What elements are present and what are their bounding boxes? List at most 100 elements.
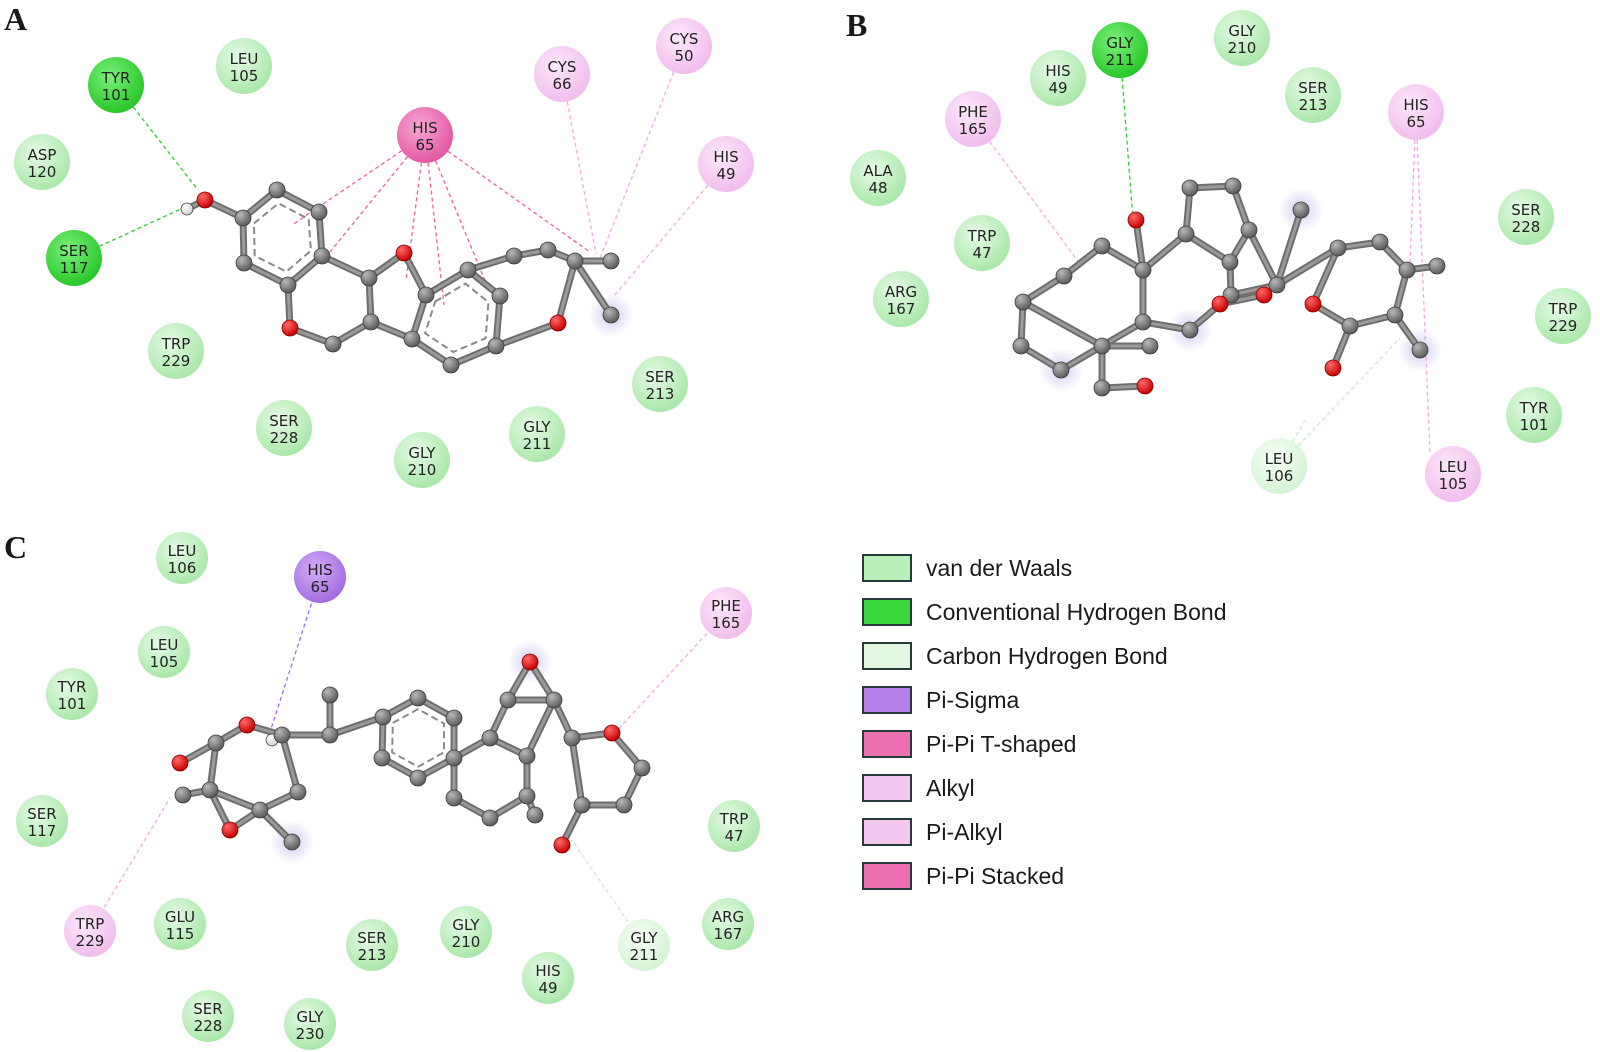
legend-item-conventional-hydrogen-bond: Conventional Hydrogen Bond [862,590,1322,634]
ligand-bond-highlight [280,733,300,794]
residue-number: 65 [310,578,329,596]
carbon-atom [481,809,499,827]
residue-number: 106 [1265,467,1294,485]
residue-name: GLY [630,929,658,947]
residue-number: 65 [415,136,434,154]
residue-circle [64,905,116,957]
residue-name: ALA [863,162,893,180]
legend-label: Pi-Pi Stacked [926,862,1065,889]
ligand-bond-highlight [1247,228,1279,287]
residue-number: 167 [887,300,916,318]
legend-item-carbon-hydrogen-bond: Carbon Hydrogen Bond [862,634,1322,678]
ligand-bond-highlight [556,259,577,325]
oxygen-atom [281,319,299,337]
residue-number: 228 [270,429,299,447]
carbon-atom [1181,179,1199,197]
residue-name: HIS [412,119,437,137]
residue-name: HIS [535,962,560,980]
residue-name: TYR [101,69,131,87]
carbon-atom [518,747,536,765]
residue-circle [46,668,98,720]
residue-name: LEU [230,50,259,68]
carbon-atom [417,286,435,304]
residue-number: 211 [630,946,659,964]
ligand-bond-highlight [1275,208,1303,287]
residue-name: LEU [1265,450,1294,468]
residue-number: 167 [714,925,743,943]
residue-name: LEU [168,542,197,560]
carbon-atom [566,252,584,270]
residue-name: CYS [670,30,699,48]
residue-number: 101 [1520,416,1549,434]
ligand-bond-highlight [494,321,560,348]
residue-name: TRP [161,335,191,353]
residue-number: 105 [1439,475,1468,493]
carbon-atom [207,734,225,752]
residue-circle [14,134,70,190]
carbon-atom [321,686,339,704]
residue-circle [850,150,906,206]
carbon-atom [445,749,463,767]
residue-number: 210 [408,461,437,479]
residue-name: TRP [719,810,749,828]
residue-number: 229 [1549,317,1578,335]
carbon-atom [1398,261,1416,279]
residue-circle [182,990,234,1042]
carbon-atom [563,729,581,747]
residue-name: PHE [958,103,988,121]
residue-name: HIS [713,148,738,166]
residue-number: 165 [712,614,741,632]
residue-number: 48 [868,179,887,197]
residue-name: TRP [1548,300,1578,318]
carbon-atom [360,269,378,287]
residue-circle [156,532,208,584]
carbon-atom [615,796,633,814]
legend-label: van der Waals [926,554,1073,581]
carbon-atom [409,769,427,787]
carbon-atom [539,241,557,259]
residue-circle [945,91,1001,147]
carbon-atom [1224,177,1242,195]
oxygen-atom [1324,359,1342,377]
carbon-atom [1268,276,1286,294]
carbon-atom [459,261,477,279]
residue-name: ARG [885,283,917,301]
oxygen-atom [1127,211,1145,229]
legend-item-pi-pi-t-shaped: Pi-Pi T-shaped [862,722,1322,766]
residue-name: LEU [1439,458,1468,476]
carbon-atom [289,783,307,801]
carbon-atom [174,786,192,804]
residue-nodes: TYR101LEU105ASP120SER117HIS65CYS66CYS50H… [14,10,1591,1050]
residue-name: GLY [1228,22,1256,40]
residue-circle [256,400,312,456]
residue-circle [154,898,206,950]
carbon-atom [1341,317,1359,335]
residue-name: ASP [28,146,57,164]
residue-name: GLY [1106,34,1134,52]
residue-circle [534,46,590,102]
carbon-atom [1371,233,1389,251]
carbon-atom [545,691,563,709]
legend-swatch [862,862,912,890]
panel-label-a: A [4,1,27,37]
carbon-atom [499,691,517,709]
oxygen-atom [521,653,539,671]
interaction-line [599,45,685,259]
legend-swatch [862,730,912,758]
carbon-atom [1014,293,1032,311]
oxygen-atom [1211,295,1229,313]
legend-item-pi-sigma: Pi-Sigma [862,678,1322,722]
